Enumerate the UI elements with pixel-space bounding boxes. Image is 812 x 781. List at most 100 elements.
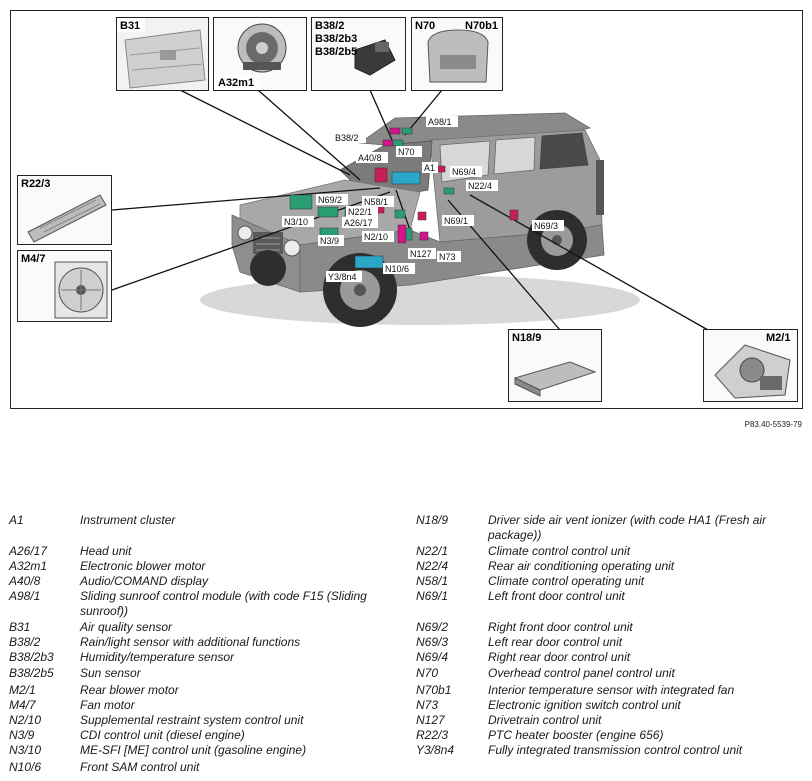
svg-text:B38/2b5: B38/2b5: [315, 46, 357, 58]
callout-labels: A98/1 B38/2 N70 A40/8 A1 N69/4 N22/4 N69…: [282, 116, 564, 282]
callout-n69-2: N69/2: [316, 194, 348, 205]
inset-b31: B31: [116, 17, 209, 91]
legend-description: Left rear door control unit: [488, 635, 623, 649]
callout-a98-1: A98/1: [426, 116, 458, 127]
legend-code: A1: [9, 513, 24, 527]
legend-code: N22/4: [416, 559, 449, 573]
legend-code: N58/1: [416, 574, 449, 588]
svg-text:N69/2: N69/2: [318, 195, 342, 205]
svg-text:B38/2: B38/2: [315, 20, 344, 32]
svg-text:N58/1: N58/1: [364, 197, 388, 207]
svg-text:N73: N73: [439, 252, 456, 262]
legend-description: Head unit: [80, 544, 132, 558]
legend-code: A26/17: [9, 544, 48, 558]
svg-text:A32m1: A32m1: [218, 77, 254, 89]
svg-text:B31: B31: [120, 20, 140, 32]
legend-description: Electronic ignition switch control unit: [488, 698, 681, 712]
inset-b38-2: B38/2 B38/2b3 B38/2b5: [311, 17, 406, 91]
legend-code: B38/2b5: [9, 666, 54, 680]
legend-description: Rain/light sensor with additional functi…: [80, 635, 301, 649]
svg-text:N70: N70: [398, 147, 415, 157]
callout-n127: N127: [408, 248, 436, 259]
legend-code: B38/2: [9, 635, 41, 649]
legend-code: N73: [416, 698, 439, 712]
callout-b38-2: B38/2: [334, 132, 366, 143]
legend-description: Fan motor: [80, 698, 135, 712]
legend-description: Drivetrain control unit: [488, 713, 602, 727]
legend-code: B38/2b3: [9, 650, 54, 664]
legend-code: N18/9: [416, 513, 449, 527]
svg-text:N2/10: N2/10: [364, 232, 388, 242]
svg-text:N3/10: N3/10: [284, 217, 308, 227]
legend-description: Sun sensor: [80, 666, 141, 680]
legend-description: Electronic blower motor: [80, 559, 206, 573]
callout-n70: N70: [396, 146, 422, 157]
callout-n22-1: N22/1: [346, 206, 378, 217]
legend-description: Climate control control unit: [488, 544, 631, 558]
legend-code: A98/1: [9, 589, 41, 603]
legend-description: Left front door control unit: [488, 589, 625, 603]
svg-text:N70b1: N70b1: [465, 20, 498, 32]
callout-n2-10: N2/10: [362, 231, 394, 242]
inset-m2-1: M2/1: [703, 329, 798, 402]
svg-text:N10/6: N10/6: [385, 264, 409, 274]
legend-description: Supplemental restraint system control un…: [80, 713, 304, 727]
callout-n69-3: N69/3: [532, 220, 564, 231]
callout-n10-6: N10/6: [383, 263, 415, 274]
figure-reference-number: P83.40-5539-79: [744, 420, 802, 429]
legend-description: Audio/COMAND display: [80, 574, 209, 588]
legend-code: N3/10: [9, 743, 42, 757]
legend-description: Instrument cluster: [80, 513, 176, 527]
callout-n3-10: N3/10: [282, 216, 314, 227]
legend-code: Y3/8n4: [416, 743, 455, 757]
inset-m4-7: M4/7: [17, 250, 112, 322]
legend-code: R22/3: [416, 728, 449, 742]
legend-code: A40/8: [9, 574, 41, 588]
callout-n58-1: N58/1: [362, 196, 394, 207]
legend-code: N70: [416, 666, 439, 680]
legend-code: M4/7: [9, 698, 36, 712]
svg-text:N69/4: N69/4: [452, 167, 476, 177]
legend-description: Climate control operating unit: [488, 574, 645, 588]
svg-text:N3/9: N3/9: [320, 236, 339, 246]
legend-code: N69/1: [416, 589, 449, 603]
callout-y3-8n4: Y3/8n4: [326, 271, 362, 282]
callout-n3-9: N3/9: [318, 235, 344, 246]
callout-n69-4: N69/4: [450, 166, 482, 177]
inset-n18-9: N18/9: [508, 329, 602, 402]
svg-text:N69/1: N69/1: [444, 216, 468, 226]
legend-description: Rear air conditioning operating unit: [488, 559, 675, 573]
legend-description: Fully integrated transmission control co…: [488, 743, 743, 757]
legend-code: N69/3: [416, 635, 449, 649]
callout-n73: N73: [437, 251, 461, 262]
callout-n22-4: N22/4: [466, 180, 498, 191]
legend-code: B31: [9, 620, 31, 634]
callout-a40-8: A40/8: [356, 152, 388, 163]
legend-code: N10/6: [9, 760, 42, 774]
legend-code: N70b1: [416, 683, 452, 697]
svg-text:N22/4: N22/4: [468, 181, 492, 191]
legend-description: Humidity/temperature sensor: [80, 650, 235, 664]
legend-code: M2/1: [9, 683, 36, 697]
svg-text:A1: A1: [424, 163, 435, 173]
legend-description: Right rear door control unit: [488, 650, 631, 664]
svg-text:A98/1: A98/1: [428, 117, 452, 127]
component-location-diagram: A98/1 B38/2 N70 A40/8 A1 N69/4 N22/4 N69…: [10, 10, 803, 409]
legend-description: Right front door control unit: [488, 620, 633, 634]
legend-description: Rear blower motor: [80, 683, 179, 697]
legend-description: Front SAM control unit: [80, 760, 200, 774]
svg-text:A40/8: A40/8: [358, 153, 382, 163]
svg-text:N22/1: N22/1: [348, 207, 372, 217]
legend-code: N127: [416, 713, 445, 727]
legend-code: N22/1: [416, 544, 449, 558]
legend-description: Sliding sunroof control module (with cod…: [80, 589, 367, 618]
legend-code: N2/10: [9, 713, 42, 727]
svg-text:Y3/8n4: Y3/8n4: [328, 272, 357, 282]
svg-text:N70: N70: [415, 20, 435, 32]
svg-text:M4/7: M4/7: [21, 253, 45, 265]
legend-description: Air quality sensor: [80, 620, 173, 634]
svg-text:N18/9: N18/9: [512, 332, 541, 344]
callout-a1: A1: [422, 162, 438, 173]
svg-text:M2/1: M2/1: [766, 332, 790, 344]
legend-code: N3/9: [9, 728, 35, 742]
